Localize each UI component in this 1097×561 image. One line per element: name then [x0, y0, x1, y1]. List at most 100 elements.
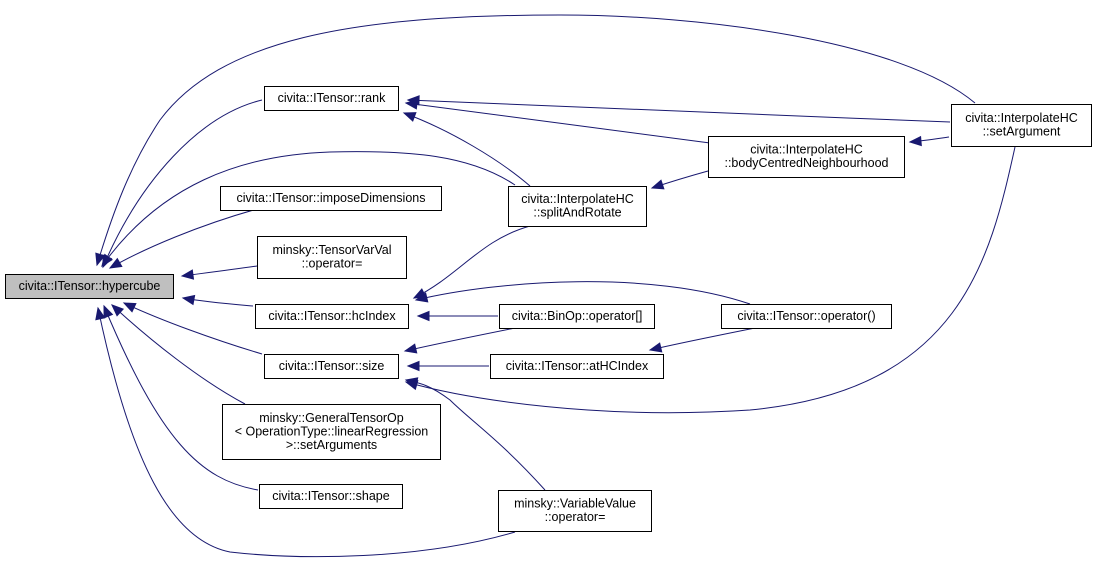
node-box[interactable] [264, 86, 399, 111]
node-shape[interactable]: civita::ITensor::shape [259, 484, 403, 509]
edges-layer [95, 14, 1016, 558]
arrowhead-icon [108, 257, 123, 269]
edge-size-to-hypercube [122, 302, 263, 355]
node-rank[interactable]: civita::ITensor::rank [264, 86, 399, 111]
edge-line [103, 305, 259, 491]
edge-tensorCall-to-atHCIndex [648, 327, 756, 353]
edge-binOp-to-hcIndex [416, 310, 499, 322]
node-label: civita::ITensor::atHCIndex [506, 359, 649, 373]
edge-atHCIndex-to-size [406, 360, 489, 372]
edge-imposeDimensions-to-hypercube [108, 208, 258, 269]
arrowhead-icon [404, 380, 419, 391]
edge-line [413, 225, 531, 299]
node-label: minsky::GeneralTensorOp [259, 411, 404, 425]
edge-tensorVarVal-to-hypercube [180, 265, 258, 280]
edge-setArgument-to-bodyCentred [908, 135, 950, 147]
edge-line [405, 102, 711, 144]
arrowhead-icon [101, 253, 113, 268]
node-atHCIndex[interactable]: civita::ITensor::atHCIndex [490, 354, 664, 379]
edge-line [96, 14, 976, 266]
edge-variableValue-to-hypercube [95, 306, 516, 558]
node-label: civita::ITensor::hypercube [19, 279, 161, 293]
edge-bodyCentred-to-splitAndRotate [650, 170, 709, 190]
node-size[interactable]: civita::ITensor::size [264, 354, 399, 379]
node-label: civita::ITensor::hcIndex [268, 309, 396, 323]
node-bodyCentred[interactable]: civita::InterpolateHC::bodyCentredNeighb… [708, 136, 905, 178]
edge-hcIndex-to-hypercube [181, 294, 254, 307]
edge-setArgument-to-size [404, 146, 1016, 414]
arrowhead-icon [406, 360, 420, 372]
node-label: civita::InterpolateHC [521, 192, 634, 206]
arrowhead-icon [180, 269, 195, 280]
node-binOp[interactable]: civita::BinOp::operator[] [499, 304, 655, 329]
node-box[interactable] [257, 236, 407, 279]
node-box[interactable] [220, 186, 442, 211]
node-generalTensorOp[interactable]: minsky::GeneralTensorOp< OperationType::… [222, 404, 441, 460]
arrowhead-icon [181, 294, 196, 306]
node-box[interactable] [498, 490, 652, 532]
node-tensorCall[interactable]: civita::ITensor::operator() [721, 304, 892, 329]
node-label: ::splitAndRotate [533, 206, 621, 220]
arrowhead-icon [648, 342, 663, 353]
node-box[interactable] [951, 104, 1092, 147]
node-box[interactable] [5, 274, 174, 299]
arrowhead-icon [122, 302, 137, 313]
node-label: ::setArgument [983, 125, 1061, 139]
edge-line [649, 327, 756, 351]
edge-line [405, 146, 1016, 414]
node-variableValue[interactable]: minsky::VariableValue::operator= [498, 490, 652, 532]
node-hypercube[interactable]: civita::ITensor::hypercube [5, 274, 174, 299]
node-box[interactable] [259, 484, 403, 509]
edge-line [109, 208, 258, 269]
node-label: civita::ITensor::size [279, 359, 385, 373]
edge-line [405, 379, 546, 491]
edge-shape-to-hypercube [103, 304, 259, 491]
edge-line [111, 304, 246, 405]
node-label: civita::BinOp::operator[] [512, 309, 643, 323]
node-label: civita::InterpolateHC [750, 143, 863, 157]
edge-splitAndRotate-to-hypercube [101, 151, 516, 268]
node-box[interactable] [490, 354, 664, 379]
nodes-layer: civita::ITensor::hypercubecivita::ITenso… [5, 86, 1092, 532]
edge-tensorCall-to-hcIndex [414, 281, 751, 305]
node-setArgument[interactable]: civita::InterpolateHC::setArgument [951, 104, 1092, 147]
node-box[interactable] [708, 136, 905, 178]
arrowhead-icon [103, 304, 114, 319]
edge-setArgument-to-rank [406, 95, 951, 123]
arrowhead-icon [95, 306, 106, 321]
edge-line [123, 302, 263, 355]
edge-line [415, 281, 751, 305]
arrowhead-icon [908, 135, 922, 147]
edge-line [97, 307, 516, 558]
node-box[interactable] [721, 304, 892, 329]
node-box[interactable] [508, 186, 647, 227]
node-box[interactable] [499, 304, 655, 329]
node-box[interactable] [264, 354, 399, 379]
node-box[interactable] [255, 304, 409, 329]
edge-line [403, 112, 531, 187]
node-imposeDimensions[interactable]: civita::ITensor::imposeDimensions [220, 186, 442, 211]
node-label: ::bodyCentredNeighbourhood [724, 156, 888, 170]
arrowhead-icon [95, 252, 106, 267]
node-label: ::operator= [302, 257, 363, 271]
edge-line [102, 99, 263, 268]
arrowhead-icon [403, 343, 418, 354]
arrowhead-icon [416, 310, 430, 322]
edge-splitAndRotate-to-rank [402, 112, 531, 187]
node-label: minsky::VariableValue [514, 497, 636, 511]
edge-line [407, 99, 951, 123]
node-label: minsky::TensorVarVal [272, 243, 391, 257]
arrowhead-icon [650, 179, 665, 190]
arrowhead-icon [402, 112, 417, 122]
arrowhead-icon [414, 292, 429, 303]
arrowhead-icon [111, 304, 125, 317]
node-tensorVarVal[interactable]: minsky::TensorVarVal::operator= [257, 236, 407, 279]
node-label: civita::ITensor::shape [272, 489, 389, 503]
node-hcIndex[interactable]: civita::ITensor::hcIndex [255, 304, 409, 329]
node-label: civita::ITensor::operator() [737, 309, 875, 323]
arrowhead-icon [406, 95, 420, 106]
node-box[interactable] [222, 404, 441, 460]
node-splitAndRotate[interactable]: civita::InterpolateHC::splitAndRotate [508, 186, 647, 227]
edge-splitAndRotate-to-hcIndex [412, 225, 531, 299]
